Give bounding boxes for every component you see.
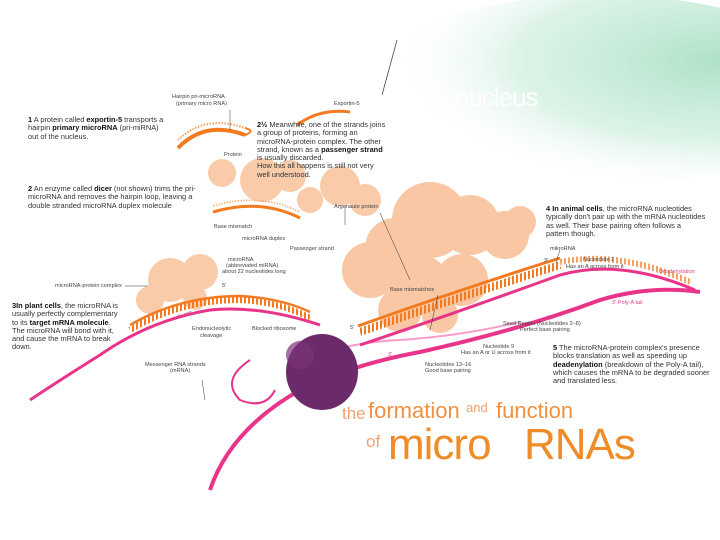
label-mikrorna: mikroRNA: [550, 246, 576, 252]
label-perfect-pairing: Perfect base pairing: [520, 327, 570, 333]
plant-mrna-strand: [29, 307, 321, 402]
pointer-lines: [125, 110, 561, 401]
label-passenger: Passenger strand: [290, 246, 334, 252]
label-poly-a: 3' Poly-A tail: [612, 300, 643, 306]
label-nucleotide1: Nucleotide 1: [583, 257, 615, 263]
nucleus-label: nucleus: [455, 82, 539, 112]
title-micro: micro: [388, 420, 492, 469]
label-deadenylation: Deadenylation: [659, 269, 695, 275]
plant-mirna-strand: [129, 294, 311, 327]
label-base-mismatches: Base mismatches: [390, 287, 435, 293]
label-protein: Protein: [224, 152, 242, 158]
step-5-text: 5 The microRNA-protein complex's presenc…: [553, 343, 710, 386]
label-mrna: (mRNA): [170, 368, 191, 374]
nucleus-region: [360, 0, 720, 185]
label-5prime: 5': [222, 283, 227, 289]
label-primary-micro: (primary micro RNA): [176, 101, 227, 107]
step-4-text: 4 In animal cells, the microRNA nucleoti…: [546, 204, 706, 238]
title-and: and: [466, 400, 488, 415]
step-3-text: 3In plant cells, the microRNA is usually…: [12, 301, 118, 352]
label-endonucleolytic: Endonucleolytic: [192, 326, 232, 332]
mrna-main-sweep: [208, 287, 701, 491]
label-exportin: Exportin-5: [334, 101, 360, 107]
label-argonaute: Argonaute protein: [334, 204, 379, 210]
label-blocked-ribosome: Blocked ribosome: [252, 326, 297, 332]
animal-mrna-strand: [359, 267, 696, 347]
label-messenger-rna: Messenger RNA strands: [145, 362, 206, 368]
step-2-text: 2 An enzyme called dicer (not shown) tri…: [28, 184, 196, 210]
label-microrna: microRNA: [228, 257, 254, 263]
label-nucleotides-1316: Nucleotides 13–16: [425, 362, 472, 368]
duplex-strand: [212, 204, 301, 220]
label-mirna-protein: microRNA-protein complex: [55, 283, 122, 289]
hairpin-pri-mirna: [176, 109, 351, 150]
animal-mirna-strand: [357, 256, 561, 328]
title-formation: formation: [368, 398, 460, 423]
title-rnas: RNAs: [524, 420, 636, 469]
label-duplex: microRNA duplex: [242, 236, 286, 242]
label-5prime-b: 5': [350, 325, 355, 331]
step-2half-text: 2½ Meanwhile, one of the strands joins a…: [257, 120, 386, 179]
title-function: function: [496, 398, 574, 423]
label-3prime-b: 3': [388, 352, 393, 358]
label-abbrev: (abbreviated miRNA): [226, 263, 279, 269]
title-of: of: [366, 432, 381, 451]
label-about22: about 22 nucleotides long: [222, 269, 286, 275]
label-nucleotide1-sub: Has an A across from it: [566, 264, 624, 270]
title-the: the: [342, 404, 366, 423]
label-seed-region: Seed Region (Nucleotides 2–8): [503, 321, 581, 327]
protein-blobs-step3: [136, 254, 218, 314]
label-hairpin-pri: Hairpin pri-microRNA: [172, 94, 225, 100]
label-good-pairing: Good base pairing: [425, 368, 471, 374]
protein-blobs-step2: [208, 158, 381, 216]
label-nucleotide9: Nucleotide 9: [483, 344, 515, 350]
label-3prime: 3': [544, 258, 549, 264]
label-cleavage: cleavage: [200, 333, 223, 339]
step-1-text: 1 A protein called exportin-5 transports…: [28, 115, 164, 141]
label-nucleotide9-sub: Has an A or U across from it: [461, 350, 531, 356]
label-base-mismatch: Base mismatch: [214, 224, 253, 230]
nuclear-pore-line: [381, 39, 398, 96]
mrna-loop: [231, 359, 276, 405]
